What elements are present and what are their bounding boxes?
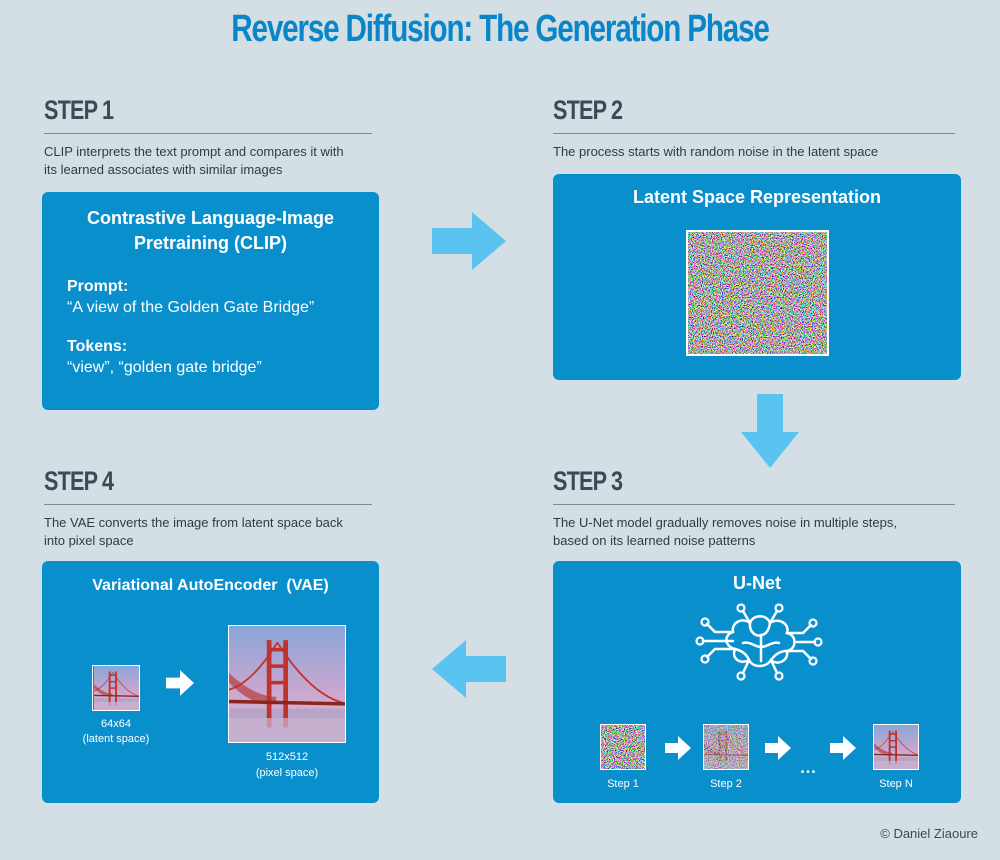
vae-card: Variational AutoEncoder (VAE) 64x64 (lat… xyxy=(42,561,379,803)
small-right-arrow-icon xyxy=(665,736,691,760)
credit-text: © Daniel Ziaoure xyxy=(880,826,978,841)
unet-card-title: U-Net xyxy=(733,573,781,593)
latent-size-label: 64x64 xyxy=(101,718,131,730)
clip-card-title: Contrastive Language-Image Pretraining (… xyxy=(42,206,379,256)
left-arrow-icon xyxy=(432,640,506,698)
prompt-label: Prompt: xyxy=(67,278,129,295)
step4-desc-line2: into pixel space xyxy=(44,533,134,548)
clip-card: Contrastive Language-Image Pretraining (… xyxy=(42,192,379,410)
pixel-large-image xyxy=(228,625,346,743)
step2-heading: STEP 2 xyxy=(553,95,623,125)
step4-divider xyxy=(44,504,372,505)
prompt-value: “A view of the Golden Gate Bridge” xyxy=(67,299,315,316)
step1-desc-line2: its learned associates with similar imag… xyxy=(44,162,283,177)
latent-space-label: (latent space) xyxy=(82,733,150,745)
step4-description: The VAE converts the image from latent s… xyxy=(44,514,384,550)
step4-heading: STEP 4 xyxy=(44,466,114,496)
step4-desc-line1: The VAE converts the image from latent s… xyxy=(44,515,343,530)
step3-description: The U-Net model gradually removes noise … xyxy=(553,514,973,550)
pixel-space-label: (pixel space) xyxy=(255,767,319,779)
unet-card: U-Net ••• Step 1 Step 2 Step N xyxy=(553,561,961,803)
right-arrow-icon xyxy=(432,212,506,270)
page-title: Reverse Diffusion: The Generation Phase xyxy=(231,8,770,50)
unet-stepN-label: Step N xyxy=(879,778,913,790)
tokens-value: “view”, “golden gate bridge” xyxy=(67,359,262,376)
brain-circuit-icon xyxy=(695,603,823,681)
small-right-arrow-icon xyxy=(765,736,791,760)
step3-heading: STEP 3 xyxy=(553,466,623,496)
step3-desc-line2: based on its learned noise patterns xyxy=(553,533,756,548)
pixel-size-label: 512x512 xyxy=(265,751,309,763)
tokens-label: Tokens: xyxy=(67,338,128,355)
step3-divider xyxy=(553,504,955,505)
clip-title-line2: Pretraining (CLIP) xyxy=(133,233,287,253)
step1-desc-line1: CLIP interprets the text prompt and comp… xyxy=(44,144,344,159)
small-right-arrow-icon xyxy=(166,670,194,696)
step2-description: The process starts with random noise in … xyxy=(553,144,879,159)
down-arrow-icon xyxy=(741,394,799,468)
unet-step2-label: Step 2 xyxy=(710,778,742,790)
latent-card-title: Latent Space Representation xyxy=(632,187,882,207)
latent-small-image xyxy=(92,665,140,711)
vae-card-title: Variational AutoEncoder (VAE) xyxy=(92,577,329,594)
latent-noise-image xyxy=(686,230,829,356)
step3-desc-line1: The U-Net model gradually removes noise … xyxy=(553,515,897,530)
unet-step1-label: Step 1 xyxy=(607,778,639,790)
small-right-arrow-icon xyxy=(830,736,856,760)
step1-divider xyxy=(44,133,372,134)
step2-divider xyxy=(553,133,955,134)
clip-title-line1: Contrastive Language-Image xyxy=(86,208,335,228)
step1-heading: STEP 1 xyxy=(44,95,114,125)
step1-description: CLIP interprets the text prompt and comp… xyxy=(44,143,384,179)
unet-step1-image xyxy=(600,724,646,770)
latent-space-card: Latent Space Representation xyxy=(553,174,961,380)
unet-stepN-image xyxy=(873,724,919,770)
unet-step2-image xyxy=(703,724,749,770)
unet-ellipsis: ••• xyxy=(800,767,818,778)
